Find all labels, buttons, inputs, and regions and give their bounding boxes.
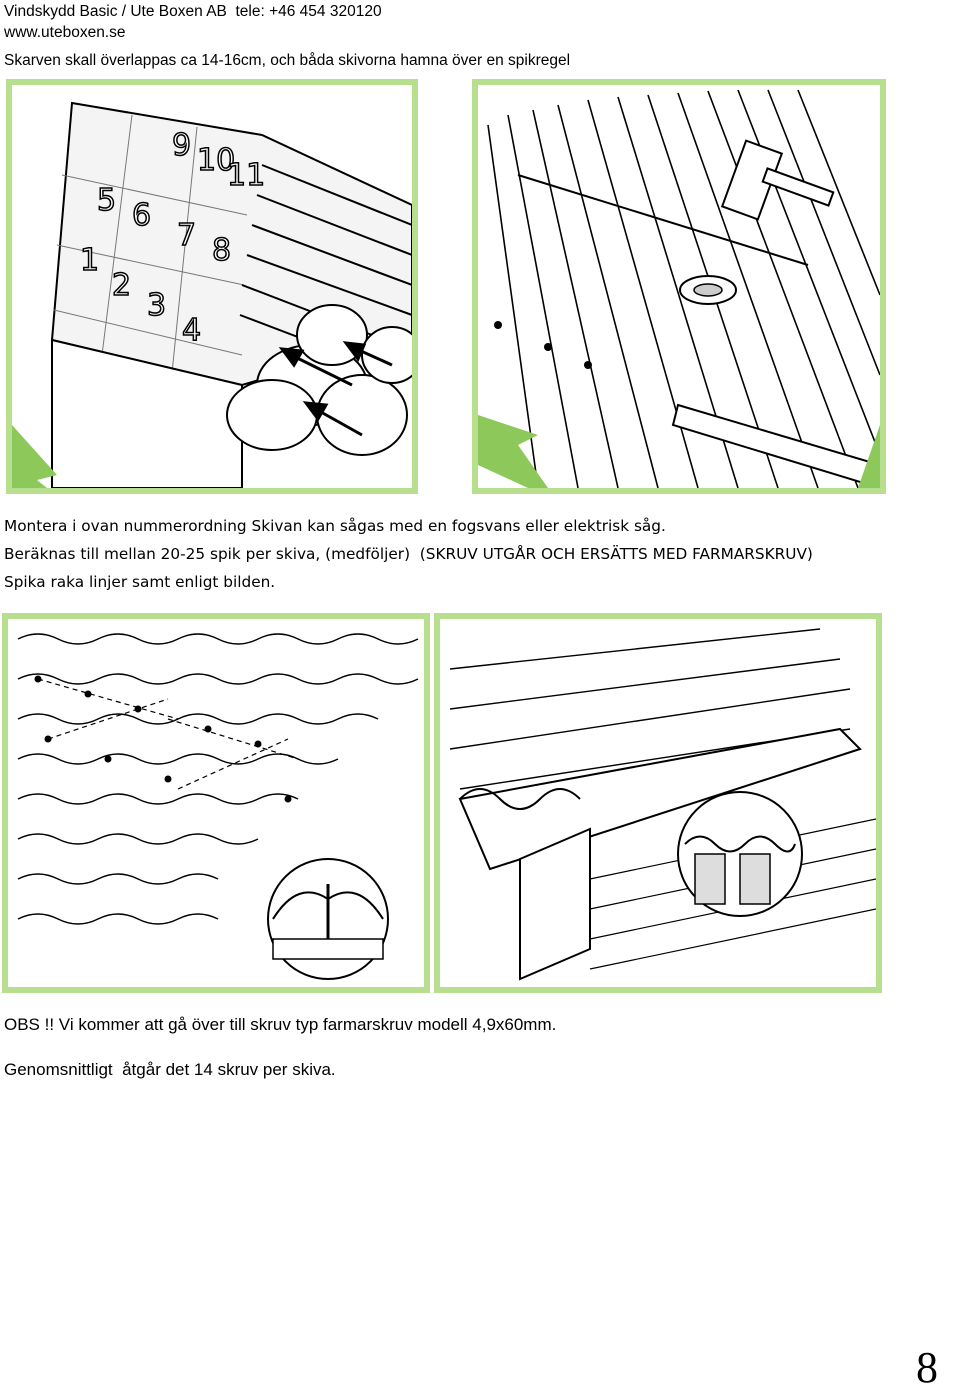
screw-average-note: Genomsnittligt åtgår det 14 skruv per sk… <box>4 1060 336 1079</box>
sheet-number-4: 4 <box>182 313 201 348</box>
figure-nailing-line <box>472 79 886 494</box>
sheet-number-5: 5 <box>97 183 116 218</box>
roof-sheet-order-illustration: 1 2 3 4 5 6 7 8 9 10 11 <box>12 101 412 488</box>
nail-line-instruction: Spika raka linjer samt enligt bilden. <box>4 573 276 591</box>
nail-pattern-illustration <box>17 633 419 980</box>
assembly-instruction: Montera i ovan nummerordning Skivan kan … <box>4 517 666 535</box>
page-number: 8 <box>916 1343 938 1392</box>
sheet-number-3: 3 <box>147 288 166 323</box>
sheet-number-8: 8 <box>212 233 231 268</box>
sheet-number-1: 1 <box>80 243 99 278</box>
sheet-number-7: 7 <box>177 218 196 253</box>
sheet-number-11: 11 <box>227 158 265 193</box>
eaves-detail-illustration <box>449 628 876 981</box>
figure-nail-pattern <box>2 613 430 993</box>
obs-note: OBS !! Vi kommer att gå över till skruv … <box>4 1015 557 1034</box>
figure-roof-sheet-order: 1 2 3 4 5 6 7 8 9 10 11 <box>6 79 418 494</box>
overlap-instruction: Skarven skall överlappas ca 14-16cm, och… <box>4 52 571 69</box>
company-line: Vindskydd Basic / Ute Boxen AB tele: +46… <box>4 3 382 20</box>
website-link[interactable]: www.uteboxen.se <box>4 24 126 41</box>
nail-count-instruction: Beräknas till mellan 20-25 spik per skiv… <box>4 545 813 563</box>
sheet-number-10: 10 <box>197 143 235 178</box>
sheet-number-9: 9 <box>172 128 191 163</box>
nailing-line-illustration <box>478 89 880 488</box>
sheet-number-6: 6 <box>132 198 151 233</box>
figure-eaves-detail <box>434 613 882 993</box>
sheet-number-2: 2 <box>112 268 131 303</box>
